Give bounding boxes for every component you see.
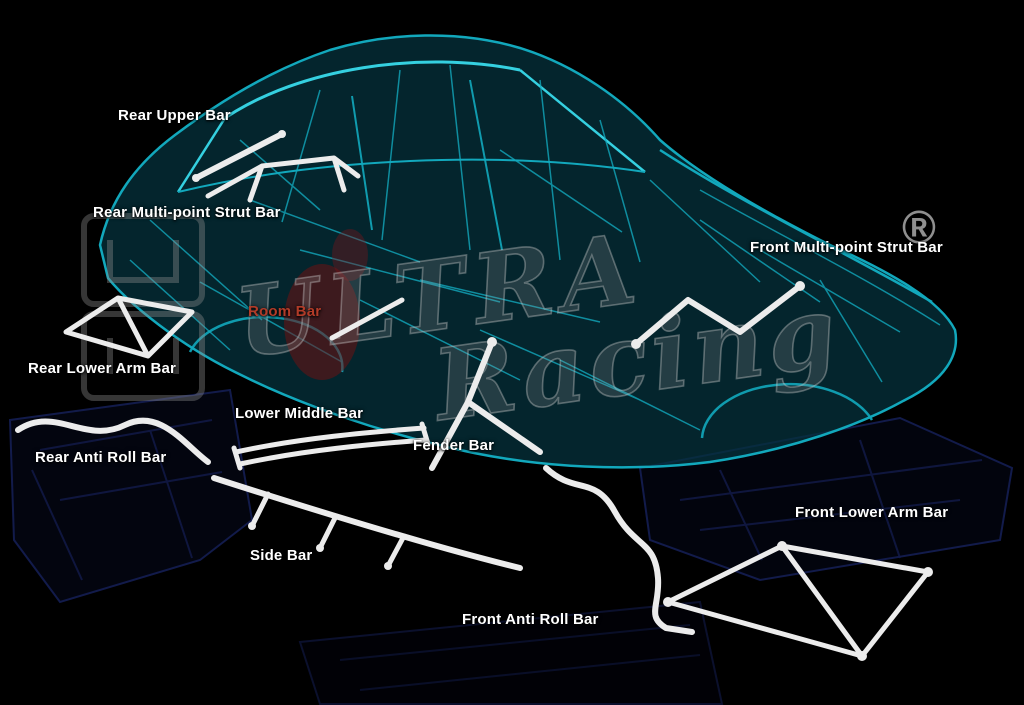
label-side-bar: Side Bar [250, 547, 313, 564]
registered-trademark-symbol: ® [902, 201, 936, 253]
label-front-lower-arm-bar: Front Lower Arm Bar [795, 504, 949, 521]
label-front-multi-point-strut-bar: Front Multi-point Strut Bar [750, 239, 943, 256]
side-bar-graphic [211, 475, 523, 571]
fender-bar-graphic [429, 339, 543, 471]
lower-middle-bar-graphic [233, 425, 429, 467]
rear-anti-roll-bar-graphic [15, 417, 211, 465]
front-anti-roll-bar-graphic [543, 465, 695, 635]
label-lower-middle-bar: Lower Middle Bar [235, 405, 364, 422]
label-rear-multi-point-strut-bar: Rear Multi-point Strut Bar [93, 204, 281, 221]
rear-upper-bar-graphic [193, 131, 285, 181]
strut-bars-graphic [15, 130, 933, 661]
rear-multipoint-strut-bar-graphic [205, 155, 361, 203]
room-bar-graphic [329, 297, 405, 341]
rear-lower-arm-bar-graphic [63, 295, 195, 359]
label-rear-anti-roll-bar: Rear Anti Roll Bar [35, 449, 167, 466]
label-fender-bar: Fender Bar [413, 437, 495, 454]
label-rear-lower-arm-bar: Rear Lower Arm Bar [28, 360, 177, 377]
front-multipoint-strut-bar-graphic [633, 283, 803, 347]
label-front-anti-roll-bar: Front Anti Roll Bar [462, 611, 599, 628]
label-room-bar: Room Bar [248, 303, 322, 320]
car-body-graphic [98, 34, 958, 469]
label-rear-upper-bar: Rear Upper Bar [118, 107, 231, 124]
brand-logo-mark [81, 213, 205, 401]
